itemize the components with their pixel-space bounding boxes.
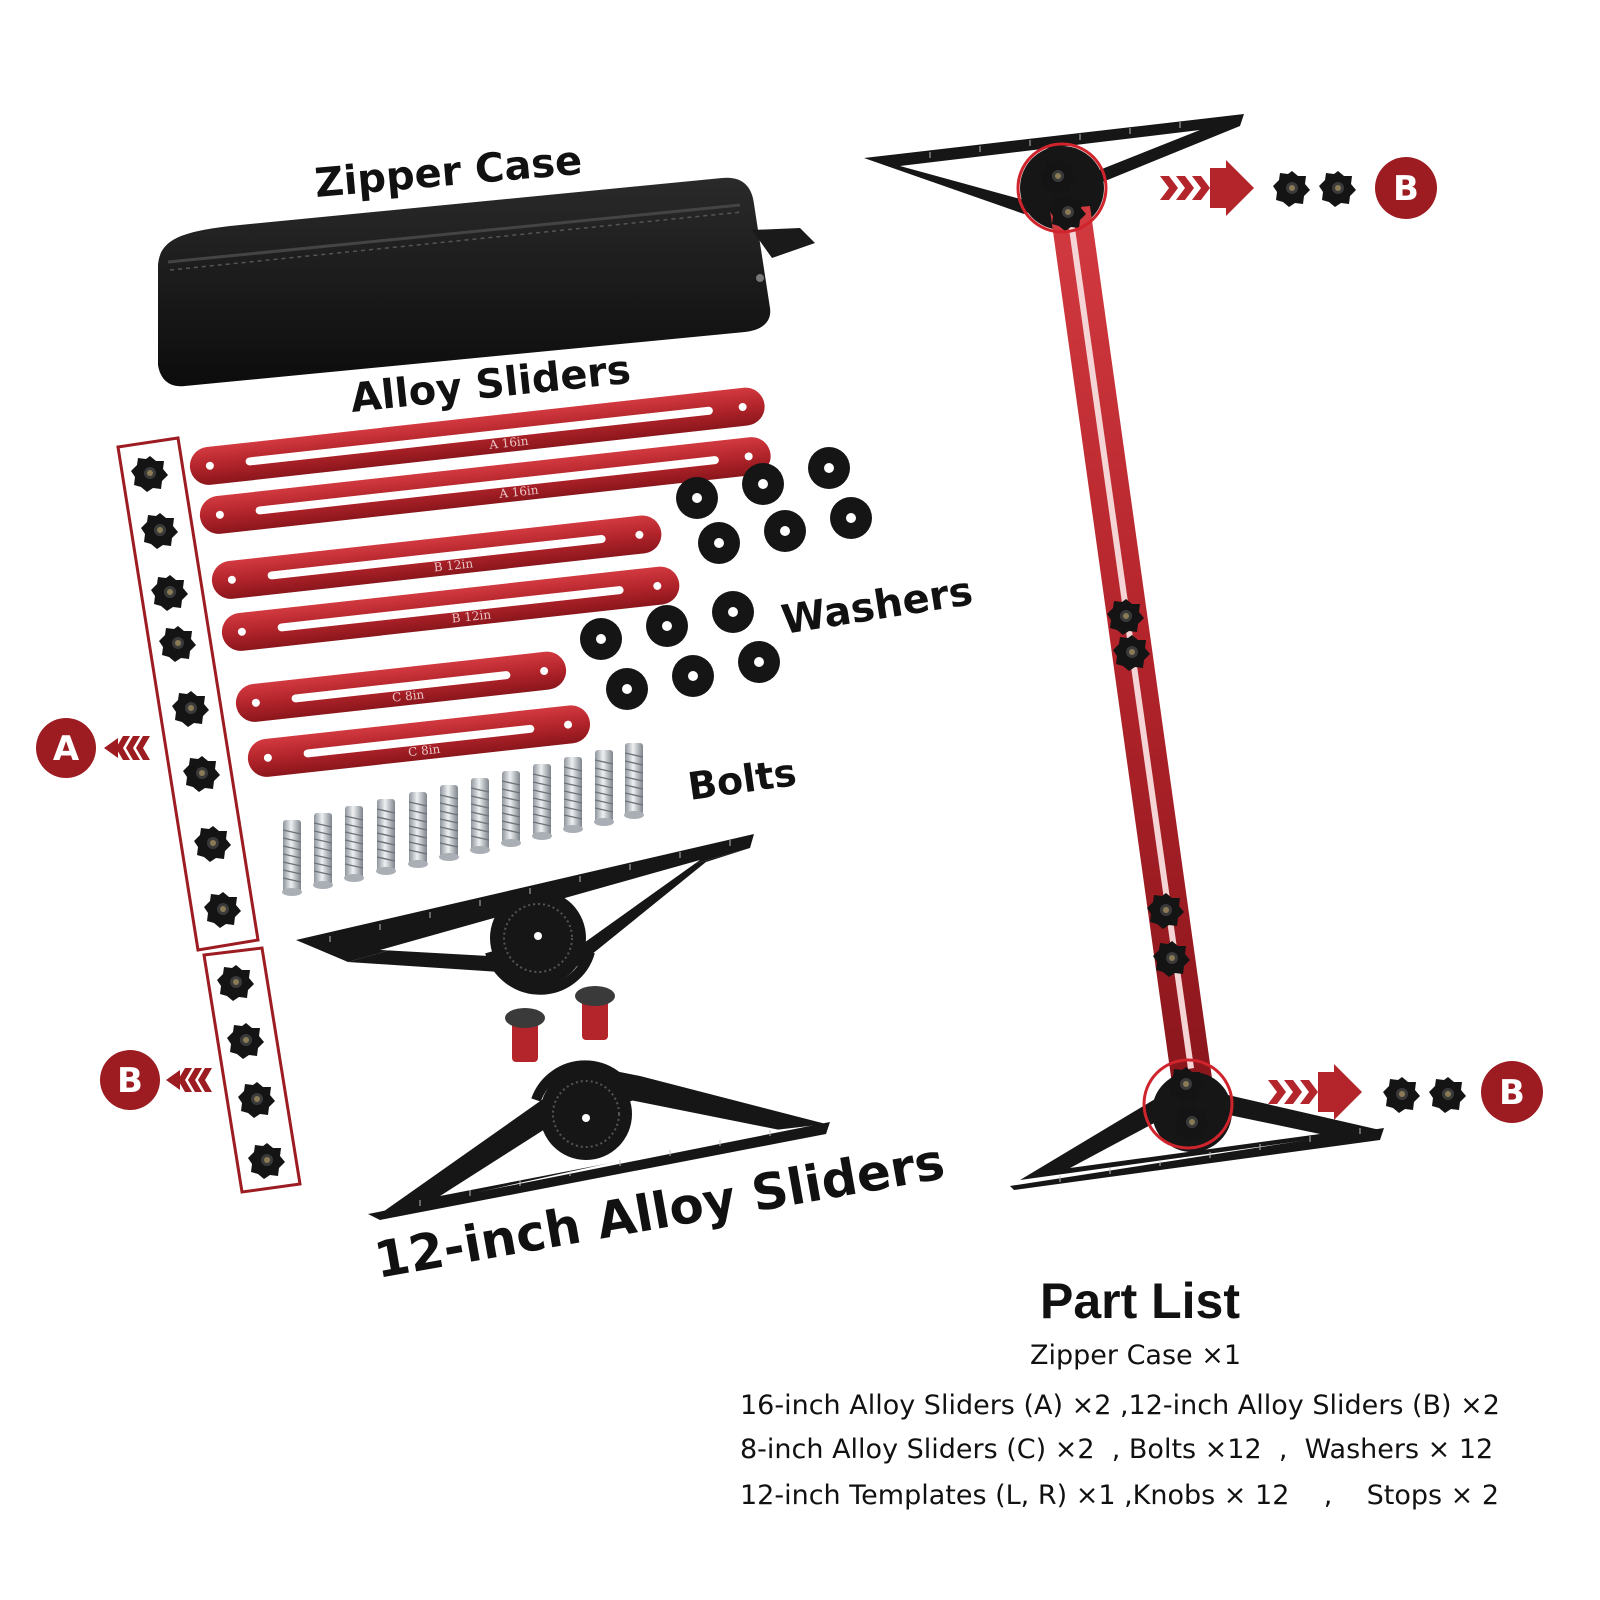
slider-c1: C 8in <box>235 651 567 722</box>
slider-b2-engraving: B 12in <box>451 607 492 625</box>
part-list-line-4: 12-inch Templates (L, R) ×1 ,Knobs × 12 … <box>740 1480 1500 1511</box>
badge-b-left-letter: B <box>117 1061 143 1101</box>
slider-a2-engraving: A 16in <box>498 483 540 501</box>
part-list-line-1: Zipper Case ×1 <box>1030 1340 1242 1371</box>
badge-a: A <box>36 718 150 778</box>
slider-c1-engraving: C 8in <box>391 687 425 704</box>
badge-b-top-right-letter: B <box>1393 169 1419 209</box>
badge-b-top-right: B <box>1160 157 1437 219</box>
slider-c2-engraving: C 8in <box>407 742 441 759</box>
template-right <box>368 1060 830 1220</box>
bolts-label: Bolts <box>685 750 799 809</box>
slider-c2: C 8in <box>247 705 591 777</box>
knob-group-a <box>116 436 260 952</box>
template-left <box>296 834 754 995</box>
part-list-line-3: 8-inch Alloy Sliders (C) ×2 , Bolts ×12 … <box>740 1434 1494 1465</box>
badge-b-bottom-right-letter: B <box>1499 1073 1525 1113</box>
stops <box>505 986 615 1062</box>
slider-a1-engraving: A 16in <box>488 434 530 452</box>
badge-a-letter: A <box>53 729 80 769</box>
slider-b1: B 12in <box>211 515 662 599</box>
slider-a2: A 16in <box>199 437 771 534</box>
part-list-line-2: 16-inch Alloy Sliders (A) ×2 ,12-inch Al… <box>740 1390 1500 1421</box>
assembled-tool <box>864 114 1384 1190</box>
zipper-case <box>158 177 815 387</box>
badge-b-left: B <box>100 1050 212 1110</box>
part-list-title: Part List <box>1039 1273 1241 1329</box>
knob-group-b <box>202 946 302 1194</box>
slider-a1: A 16in <box>189 387 765 485</box>
washers-label: Washers <box>778 568 975 644</box>
slider-b1-engraving: B 12in <box>433 556 474 574</box>
badge-b-bottom-right: B <box>1268 1061 1543 1123</box>
slider-b2: B 12in <box>221 566 680 651</box>
